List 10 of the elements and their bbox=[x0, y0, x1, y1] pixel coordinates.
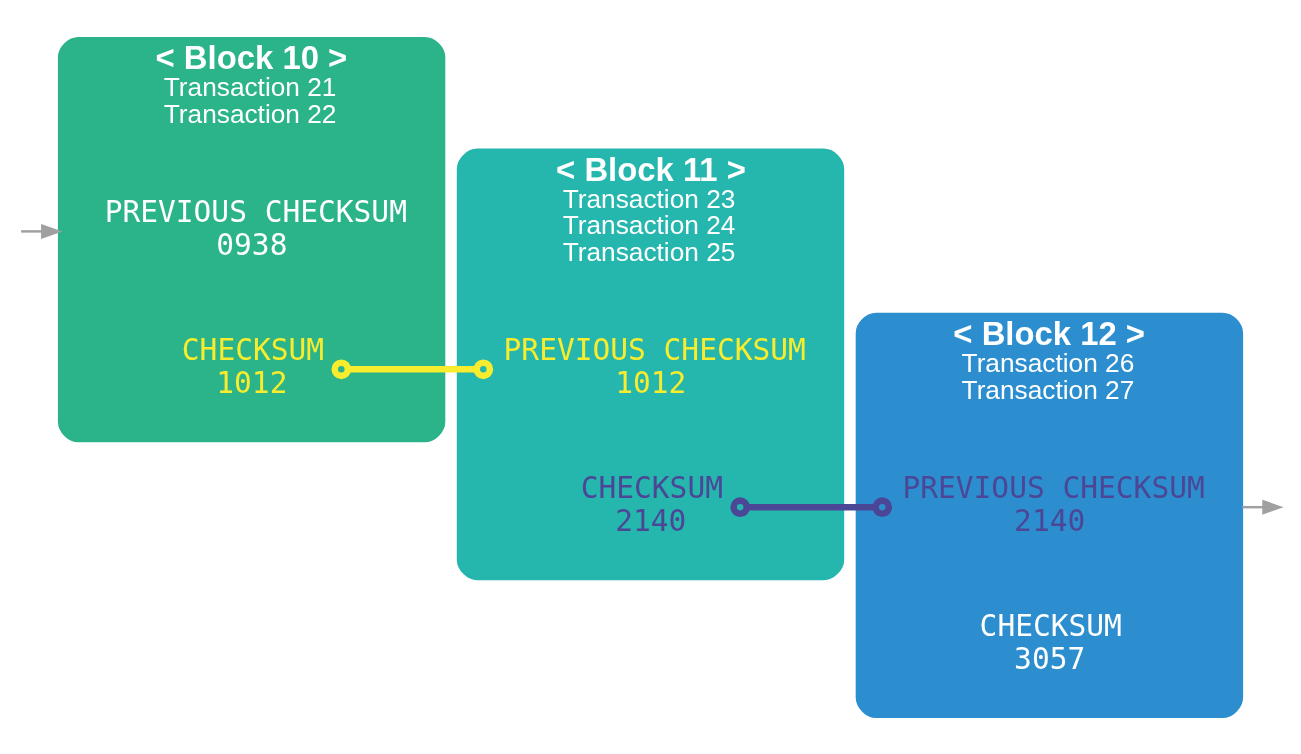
node-text: CHECKSUM 1012 bbox=[181, 332, 325, 400]
node-text: PREVIOUS CHECKSUM 1012 bbox=[503, 332, 806, 400]
connector bbox=[331, 358, 494, 379]
node-text: PREVIOUS CHECKSUM 0938 bbox=[104, 194, 407, 262]
arrow bbox=[21, 223, 63, 239]
node-text: CHECKSUM 3057 bbox=[979, 608, 1122, 676]
node-text: CHECKSUM 2140 bbox=[580, 470, 723, 538]
connector bbox=[730, 496, 893, 517]
arrow bbox=[1242, 499, 1284, 515]
node-text: PREVIOUS CHECKSUM 2140 bbox=[902, 470, 1205, 538]
